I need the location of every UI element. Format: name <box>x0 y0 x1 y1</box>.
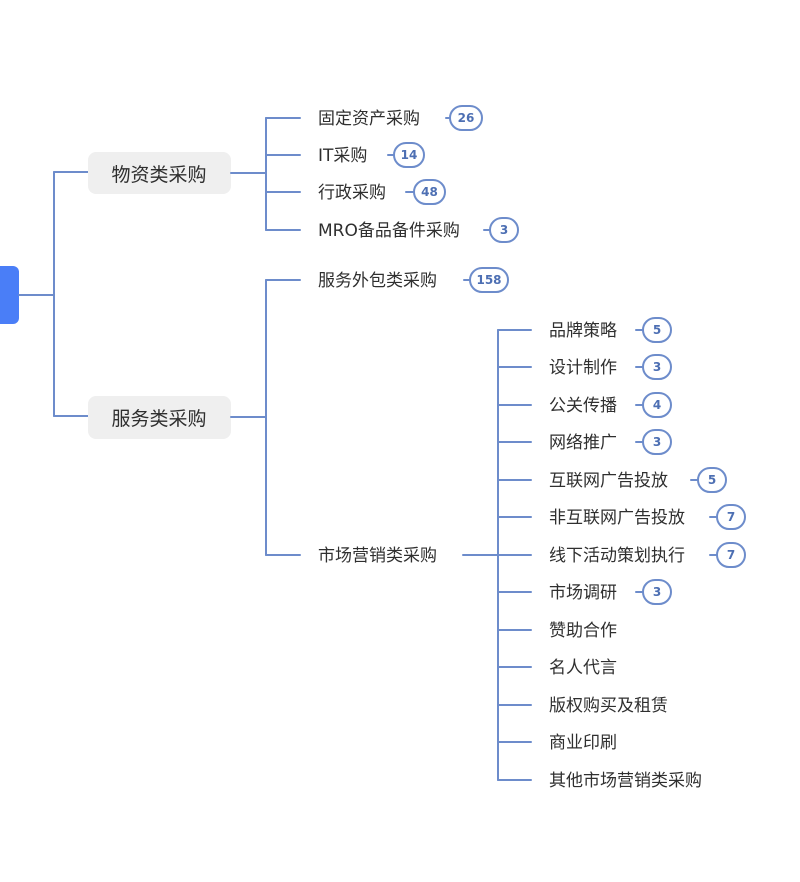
item-label-it[interactable]: IT采购 <box>318 146 367 166</box>
subitem-count-badge-research <box>642 579 672 605</box>
count-badge-admin <box>413 179 446 205</box>
count-badge-outsourcing <box>469 267 509 293</box>
category-node-services[interactable] <box>88 396 231 439</box>
item-label-admin[interactable]: 行政采购 <box>318 183 386 203</box>
subitem-count-badge-text-brand: 5 <box>653 323 661 337</box>
category-node-materials[interactable] <box>88 152 231 194</box>
count-badge-text-admin: 48 <box>421 185 438 199</box>
subitem-count-badge-design <box>642 354 672 380</box>
subitem-label-brand[interactable]: 品牌策略 <box>549 321 617 341</box>
count-badge-mro <box>489 217 519 243</box>
subitem-count-badge-brand <box>642 317 672 343</box>
subitem-label-research[interactable]: 市场调研 <box>549 583 617 603</box>
subitem-count-badge-internet-ads <box>697 467 727 493</box>
subitem-label-pr[interactable]: 公关传播 <box>549 396 617 416</box>
subitem-count-badge-text-design: 3 <box>653 360 661 374</box>
subitem-label-endorsement[interactable]: 名人代言 <box>549 658 617 678</box>
root-node[interactable] <box>0 266 19 324</box>
count-badge-text-mro: 3 <box>500 223 508 237</box>
count-badge-text-it: 14 <box>401 148 418 162</box>
subitem-label-other[interactable]: 其他市场营销类采购 <box>549 771 702 791</box>
subitem-label-events[interactable]: 线下活动策划执行 <box>549 546 685 566</box>
subitem-count-badge-events <box>716 542 746 568</box>
subitem-count-badge-text-research: 3 <box>653 585 661 599</box>
subitem-count-badge-text-internet-ads: 5 <box>708 473 716 487</box>
subitem-count-badge-online-promo <box>642 429 672 455</box>
subitem-label-internet-ads[interactable]: 互联网广告投放 <box>549 471 668 491</box>
count-badge-it <box>393 142 425 168</box>
subitem-count-badge-text-online-promo: 3 <box>653 435 661 449</box>
subitem-label-copyright[interactable]: 版权购买及租赁 <box>549 696 668 716</box>
subitem-label-online-promo[interactable]: 网络推广 <box>549 433 617 453</box>
subitem-count-badge-text-events: 7 <box>727 548 735 562</box>
category-label-materials: 物资类采购 <box>111 164 206 186</box>
subitem-count-badge-pr <box>642 392 672 418</box>
category-label-services: 服务类采购 <box>111 408 206 430</box>
count-badge-fixed-assets <box>449 105 483 131</box>
subitem-label-sponsorship[interactable]: 赞助合作 <box>549 621 617 641</box>
item-label-fixed-assets[interactable]: 固定资产采购 <box>318 109 420 129</box>
subitem-count-badge-text-pr: 4 <box>653 398 661 412</box>
subitem-label-design[interactable]: 设计制作 <box>549 358 617 378</box>
count-badge-text-fixed-assets: 26 <box>458 111 475 125</box>
count-badge-text-outsourcing: 158 <box>476 273 501 287</box>
subitem-count-badge-text-offline-ads: 7 <box>727 510 735 524</box>
item-label-mro[interactable]: MRO备品备件采购 <box>318 221 460 241</box>
subitem-count-badge-offline-ads <box>716 504 746 530</box>
item-label-marketing[interactable]: 市场营销类采购 <box>318 546 437 566</box>
subitem-label-offline-ads[interactable]: 非互联网广告投放 <box>549 508 685 528</box>
subitem-label-printing[interactable]: 商业印刷 <box>549 733 617 753</box>
item-label-outsourcing[interactable]: 服务外包类采购 <box>318 271 437 291</box>
